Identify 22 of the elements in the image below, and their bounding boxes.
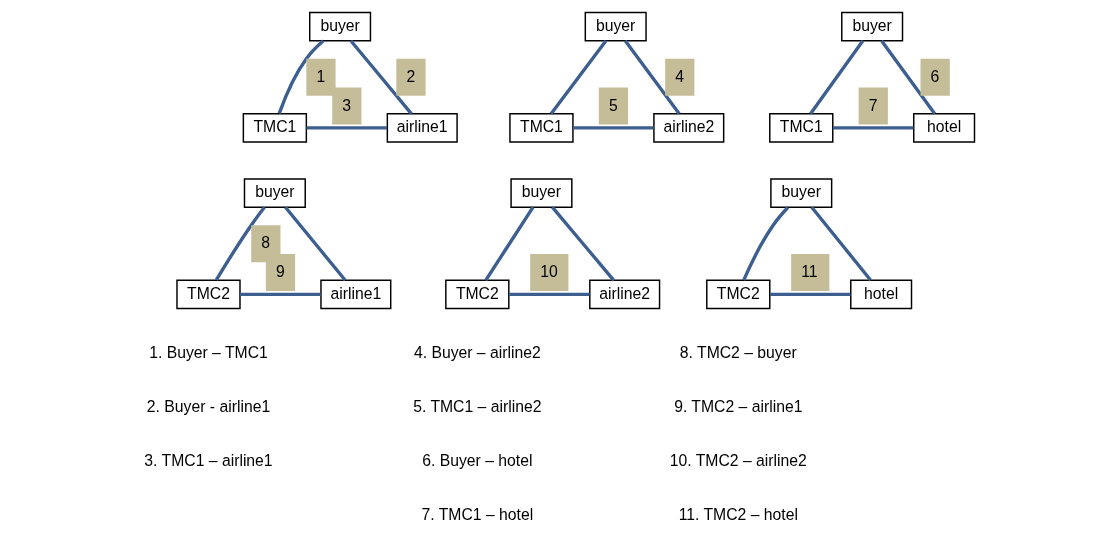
label: 10. TMC2 – airline2 [669, 452, 807, 470]
edge-label: 9 [275, 263, 285, 281]
edge-label: 6 [930, 68, 940, 85]
label: 4. Buyer – airline2 [413, 344, 541, 362]
label: 6. Buyer – hotel [422, 452, 533, 470]
label: 5. TMC1 – airline2 [413, 398, 542, 416]
label: 7. TMC1 – hotel [421, 506, 534, 524]
edge-label: 3 [342, 96, 352, 114]
edge-label: 4 [675, 68, 685, 85]
edge-label: 1 [316, 68, 326, 85]
edge-label: 7 [868, 96, 878, 114]
label: 9. TMC2 – airline1 [674, 398, 803, 416]
edge-label: 8 [261, 234, 271, 252]
label: 3. TMC1 – airline1 [144, 452, 273, 470]
label: 2. Buyer - airline1 [146, 398, 271, 416]
label: 11. TMC2 – hotel [678, 506, 798, 524]
label: 1. Buyer – TMC1 [149, 344, 268, 362]
edge-label: 10 [540, 263, 558, 281]
edge-label: 11 [801, 263, 818, 281]
edge-label: 5 [608, 96, 618, 114]
label: 8. TMC2 – buyer [679, 344, 797, 362]
edge-label: 2 [406, 68, 416, 85]
